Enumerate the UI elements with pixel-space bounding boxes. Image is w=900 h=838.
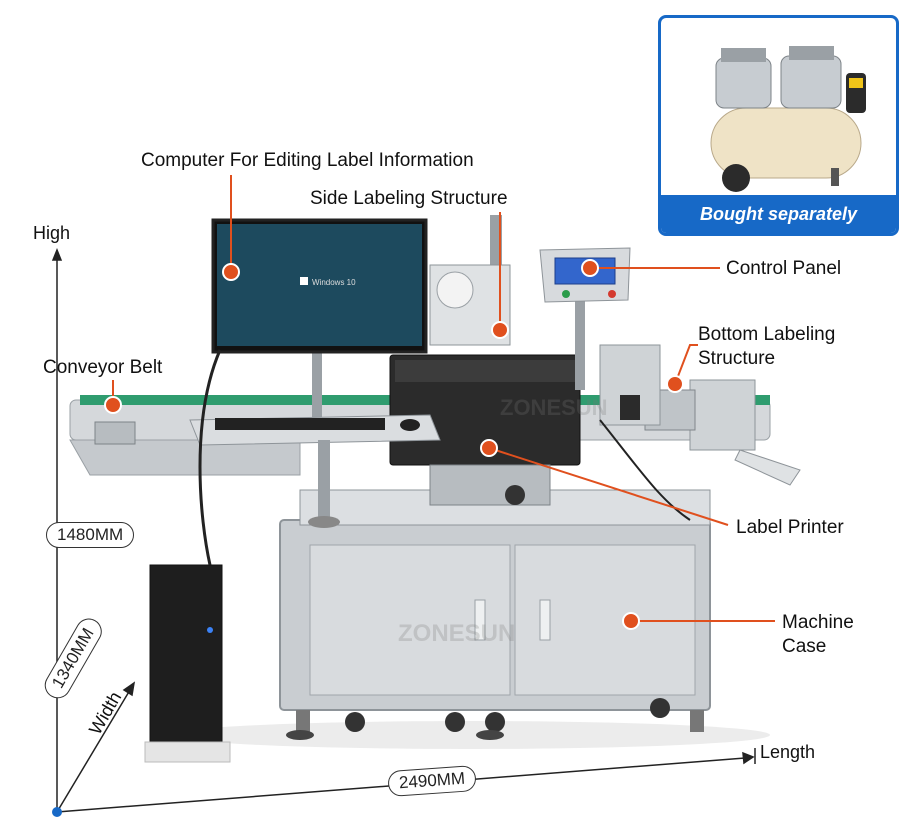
control-panel-shape bbox=[539, 247, 631, 390]
control-panel-callout-label: Control Panel bbox=[726, 258, 842, 279]
watermark: ZONESUN bbox=[500, 395, 608, 420]
monitor-shape: Windows 10 bbox=[211, 218, 428, 430]
length-axis-label: Length bbox=[760, 742, 816, 762]
high-dimension-value: 1480MM bbox=[46, 522, 135, 548]
label-printer-callout-label: Label Printer bbox=[736, 517, 844, 538]
bottom-labeling-callout-label-line2: Structure bbox=[698, 348, 776, 369]
machine-case-callout-label-line2: Case bbox=[782, 636, 827, 657]
side-labeling-callout-label: Side Labeling Structure bbox=[310, 188, 508, 209]
conveyor-belt-callout-label: Conveyor Belt bbox=[43, 357, 163, 378]
computer-callout-label: Computer For Editing Label Information bbox=[141, 150, 474, 171]
air-compressor-illustration bbox=[710, 46, 866, 192]
keyboard-tray-shape bbox=[189, 414, 441, 528]
bought-separately-banner: Bought separately bbox=[661, 195, 896, 233]
high-axis-label: High bbox=[33, 223, 71, 243]
machine-case-callout-label-line1: Machine bbox=[782, 612, 854, 633]
accessory-badge: Bought separately bbox=[658, 15, 899, 236]
bottom-labeling-callout-label-line1: Bottom Labeling bbox=[698, 324, 836, 345]
machine-case-shape bbox=[279, 489, 711, 740]
bottom-labeling-shape bbox=[599, 344, 661, 426]
monitor-os-text: Windows 10 bbox=[312, 278, 356, 287]
label-printer-shape bbox=[389, 354, 581, 506]
pc-tower-shape bbox=[144, 564, 231, 763]
watermark: ZONESUN bbox=[398, 620, 516, 647]
